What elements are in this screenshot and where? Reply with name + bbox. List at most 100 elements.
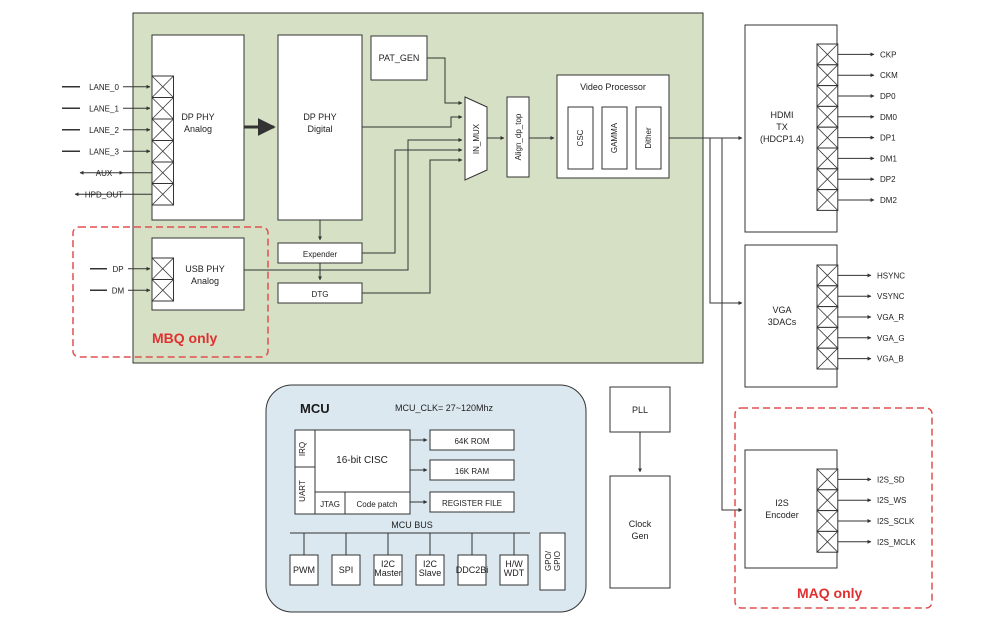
vga-output-label: VGA_R bbox=[877, 313, 904, 322]
vga-port-cell bbox=[816, 285, 839, 308]
vga-port-cell bbox=[816, 306, 839, 328]
hdmi-output-label: CKP bbox=[880, 50, 896, 59]
uart-block bbox=[294, 466, 316, 515]
i2s-output-label: I2S_SD bbox=[877, 475, 905, 484]
ram-label: 16K RAM bbox=[455, 467, 490, 476]
dp-phy-port-cell bbox=[151, 75, 174, 98]
svg-text:Analog: Analog bbox=[184, 124, 212, 134]
dtg-label: DTG bbox=[312, 290, 329, 299]
vga-output-label: VSYNC bbox=[877, 292, 905, 301]
i2s-port-cell bbox=[816, 510, 839, 532]
code-patch-label: Code patch bbox=[357, 500, 398, 509]
dp-phy-digital-block bbox=[277, 34, 363, 221]
hdmi-output-label: DP1 bbox=[880, 134, 896, 143]
maq-only-region bbox=[734, 407, 933, 609]
dp-phy-analog-label: DP PHY Analog bbox=[181, 112, 214, 134]
mcu-clock-label: MCU_CLK= 27~120Mhz bbox=[395, 403, 494, 413]
gamma-label: GAMMA bbox=[610, 122, 619, 153]
mcu-peripheral-block bbox=[457, 554, 487, 586]
mcu-peripheral-label: PWM bbox=[293, 565, 315, 575]
svg-text:GPIO: GPIO bbox=[553, 551, 562, 571]
dither-label: Dither bbox=[644, 127, 653, 149]
mcu-peripheral-block bbox=[331, 554, 361, 586]
uart-label: UART bbox=[298, 480, 307, 502]
pll-block bbox=[609, 386, 671, 433]
hdmi-port-cell bbox=[816, 85, 839, 107]
pll-label: PLL bbox=[632, 405, 648, 415]
mcu-title: MCU bbox=[300, 401, 330, 416]
hdmi-output-label: CKM bbox=[880, 71, 898, 80]
register-file-label: REGISTER FILE bbox=[442, 499, 502, 508]
svg-text:VGA: VGA bbox=[772, 305, 791, 315]
gpio-block bbox=[539, 532, 566, 591]
dp-phy-port-cell bbox=[151, 183, 174, 206]
mcu-peripheral-block bbox=[415, 554, 445, 586]
i2s-output-label: I2S_WS bbox=[877, 496, 906, 505]
rom-block bbox=[429, 429, 515, 451]
svg-text:HDMI: HDMI bbox=[771, 110, 794, 120]
usb-phy-port-cell bbox=[151, 257, 174, 280]
vga-output-label: VGA_B bbox=[877, 355, 904, 364]
in-mux-label: IN_MUX bbox=[472, 123, 481, 154]
in-mux-block bbox=[464, 96, 488, 181]
hdmi-port-cell bbox=[816, 126, 839, 149]
pat-gen-label: PAT_GEN bbox=[379, 53, 420, 63]
hdmi-port-cell bbox=[816, 147, 839, 170]
mcu-peripheral-block bbox=[289, 554, 319, 586]
hdmi-output-label: DM2 bbox=[880, 196, 897, 205]
usb-phy-label: USB PHY Analog bbox=[185, 264, 225, 286]
clock-gen-label: Clock Gen bbox=[629, 519, 652, 541]
hdmi-tx-label: HDMI TX (HDCP1.4) bbox=[760, 110, 804, 144]
hdmi-output-label: DP2 bbox=[880, 175, 896, 184]
expender-label: Expender bbox=[303, 250, 338, 259]
svg-text:GPO/: GPO/ bbox=[544, 550, 553, 571]
vga-output-label: VGA_G bbox=[877, 334, 905, 343]
svg-text:(HDCP1.4): (HDCP1.4) bbox=[760, 134, 804, 144]
i2s-port-column: I2S_SD I2S_WS I2S_SCLK I2S_MCLK bbox=[816, 468, 916, 553]
i2s-port-cell bbox=[816, 530, 839, 553]
dp-phy-port-cell bbox=[151, 161, 174, 184]
mcu-peripheral-label: SPI bbox=[339, 565, 354, 575]
i2s-output-label: I2S_SCLK bbox=[877, 517, 915, 526]
gpio-label: GPO/ GPIO bbox=[544, 550, 562, 571]
dp-input-label: LANE_2 bbox=[89, 126, 119, 135]
hdmi-port-cell bbox=[816, 105, 839, 128]
svg-text:Clock: Clock bbox=[629, 519, 652, 529]
dp-input-label: HPD_OUT bbox=[85, 190, 123, 199]
i2s-output-label: I2S_MCLK bbox=[877, 538, 916, 547]
dp-input-label: LANE_1 bbox=[89, 104, 119, 113]
mcu-peripheral-label: WDT bbox=[504, 568, 525, 578]
svg-text:I2S: I2S bbox=[775, 498, 789, 508]
video-processor-title: Video Processor bbox=[580, 82, 646, 92]
vga-port-cell bbox=[816, 347, 839, 370]
jtag-label: JTAG bbox=[320, 500, 340, 509]
mcu-peripheral-block bbox=[499, 554, 529, 586]
mcu-internal-wires bbox=[290, 438, 530, 534]
pat-gen-block bbox=[370, 35, 428, 81]
i2s-port-cell bbox=[816, 468, 839, 491]
align-dp-top-label: Align_dp_top bbox=[514, 113, 523, 160]
svg-text:Gen: Gen bbox=[631, 531, 648, 541]
dp-input-label: LANE_3 bbox=[89, 147, 119, 156]
csc-label: CSC bbox=[576, 129, 585, 146]
svg-text:DP PHY: DP PHY bbox=[303, 112, 336, 122]
hdmi-output-label: DP0 bbox=[880, 92, 896, 101]
mcu-peripheral-label: DDC2Bi bbox=[456, 565, 489, 575]
dp-phy-port-cell bbox=[151, 118, 174, 141]
usb-phy-port-cell bbox=[151, 279, 174, 302]
hdmi-output-label: DM1 bbox=[880, 154, 897, 163]
dp-phy-port-cell bbox=[151, 97, 174, 120]
cisc-label: 16-bit CISC bbox=[336, 455, 388, 466]
register-file-block bbox=[429, 491, 515, 513]
mcu-peripheral-block bbox=[373, 554, 403, 586]
usb-input-label: DM bbox=[112, 286, 125, 295]
hdmi-port-cell bbox=[816, 64, 839, 87]
hdmi-port-cell bbox=[816, 43, 839, 66]
dither-block bbox=[635, 106, 662, 170]
vga-port-cell bbox=[816, 326, 839, 349]
csc-block bbox=[567, 106, 594, 170]
